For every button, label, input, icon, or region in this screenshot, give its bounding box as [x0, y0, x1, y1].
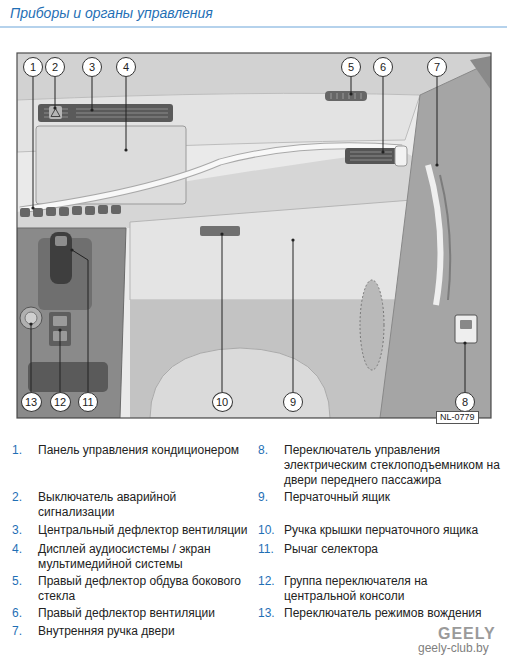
- callout-circle: 5: [341, 57, 361, 77]
- door-handle-recess: [440, 175, 450, 300]
- callout-number: 3: [89, 62, 95, 73]
- item-description: Правый дефлектор обдува бокового стекла: [38, 574, 250, 604]
- defroster-slats: [331, 93, 361, 99]
- callout-circle: 10: [212, 392, 233, 412]
- glove-box-handle: [200, 226, 240, 236]
- window-switch: [455, 315, 477, 343]
- hazard-symbol: [51, 109, 60, 117]
- callout-number: 6: [380, 62, 386, 73]
- cabin-drawing: [17, 53, 491, 418]
- item-description: Правый дефлектор вентиляции: [38, 606, 250, 621]
- leader-dots: [29, 92, 466, 344]
- hazard-button: [49, 106, 62, 119]
- callout-number: 1: [30, 62, 36, 73]
- callout-circle: 2: [45, 57, 65, 77]
- callout-number: 8: [462, 397, 468, 408]
- item-description: Группа переключателя на центральной конс…: [284, 574, 502, 604]
- callout-number: 10: [216, 397, 228, 408]
- chrome-trim: [20, 146, 402, 210]
- item-description: Переключатель управления электрическим с…: [284, 443, 502, 488]
- callout-circle: 4: [116, 57, 136, 77]
- switch-key: [53, 316, 67, 326]
- item-description: Центральный дефлектор вентиляции: [38, 523, 250, 538]
- item-description: Панель управления кондиционером: [38, 443, 250, 458]
- callout-circle: 13: [21, 392, 42, 412]
- cup-holder: [28, 362, 108, 392]
- item-number: 5.: [12, 574, 22, 589]
- ac-buttons: [20, 205, 121, 217]
- figure-frame: [17, 53, 491, 418]
- item-description: Ручка крышки перчаточного ящика: [284, 523, 502, 538]
- center-vent: [38, 104, 173, 122]
- callout-circle: 8: [455, 392, 475, 412]
- callout-circle: 3: [82, 57, 102, 77]
- gear-lever: [50, 232, 72, 284]
- callout-circle: 1: [23, 57, 43, 77]
- callout-number: 5: [348, 62, 354, 73]
- item-number: 10.: [258, 523, 275, 538]
- window-switch-key: [460, 320, 472, 329]
- callout-number: 12: [54, 397, 66, 408]
- item-number: 9.: [258, 490, 268, 505]
- vent-ring: [395, 146, 407, 166]
- door-panel: [380, 62, 491, 418]
- figure-code: NL-0779: [436, 411, 479, 424]
- page-title: Приборы и органы управления: [10, 5, 213, 21]
- item-description: Внутренняя ручка двери: [38, 624, 250, 639]
- callout-circle: 9: [283, 392, 303, 412]
- armrest: [150, 348, 330, 418]
- right-vent-slats: [350, 152, 392, 160]
- figure-ground: [17, 53, 491, 418]
- callout-number: 4: [123, 62, 129, 73]
- vent-slats: [44, 109, 168, 117]
- callout-circle: 6: [373, 57, 393, 77]
- item-number: 7.: [12, 624, 22, 639]
- item-number: 11.: [258, 542, 274, 557]
- callout-number: 9: [290, 397, 296, 408]
- watermark: geely-club.by: [418, 642, 489, 655]
- item-description: Дисплей аудиосистемы / экран мультимедий…: [38, 542, 250, 572]
- side-defroster: [325, 91, 367, 101]
- item-description: Переключатель режимов вождения: [284, 606, 502, 621]
- leader-lines: [31, 77, 465, 392]
- pillar-speaker: [470, 56, 491, 90]
- knob-center: [25, 312, 37, 324]
- item-number: 1.: [12, 443, 22, 458]
- item-number: 12.: [258, 574, 275, 589]
- item-description: Выключатель аварийной сигнализации: [38, 490, 250, 520]
- door-handle: [428, 165, 441, 305]
- trim-outline: [20, 146, 402, 210]
- item-description: Рычаг селектора: [284, 542, 502, 557]
- callout-circle: 7: [427, 57, 447, 77]
- item-number: 4.: [12, 542, 22, 557]
- door-speaker: [360, 280, 384, 370]
- callout-circle: 11: [78, 392, 98, 412]
- windshield: [17, 53, 491, 100]
- item-number: 13.: [258, 606, 275, 621]
- watermark: GEELY: [438, 626, 496, 642]
- item-description: Перчаточный ящик: [284, 490, 502, 505]
- callout-number: 11: [82, 397, 93, 408]
- callout-number: 2: [52, 62, 58, 73]
- item-number: 6.: [12, 606, 22, 621]
- center-console: [17, 228, 126, 418]
- header-rule: [0, 26, 507, 28]
- callout-number: 13: [25, 397, 37, 408]
- item-number: 2.: [12, 490, 22, 505]
- item-number: 8.: [258, 443, 268, 458]
- park-button: [55, 236, 67, 246]
- callout-circle: 12: [50, 392, 71, 412]
- callout-number: 7: [434, 62, 440, 73]
- item-number: 3.: [12, 523, 22, 538]
